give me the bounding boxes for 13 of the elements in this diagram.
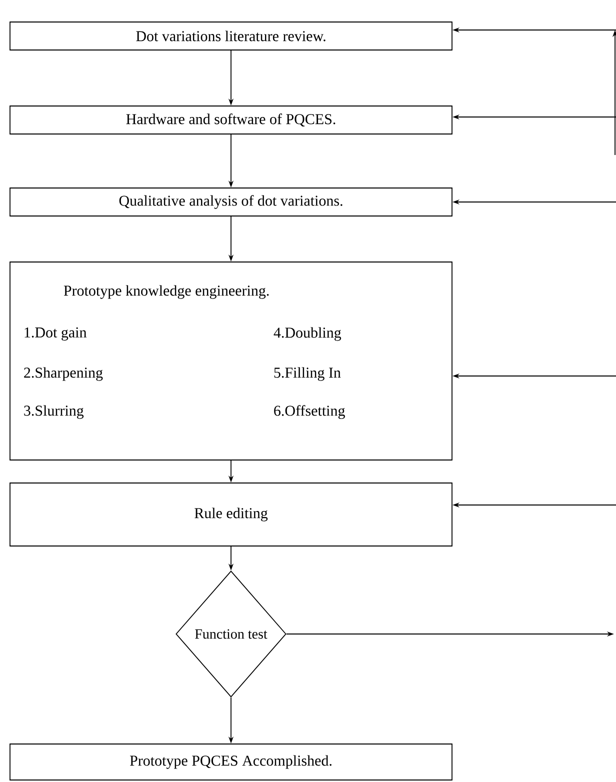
list-item: 3.Slurring: [24, 405, 84, 419]
list-item: 1.Dot gain: [24, 327, 87, 341]
list-item: 6.Offsetting: [274, 405, 345, 419]
list-item: 5.Filling In: [274, 367, 341, 381]
list-item: 4.Doubling: [274, 327, 342, 341]
process-box: [10, 262, 452, 460]
list-item: 2.Sharpening: [24, 367, 103, 381]
process-box: Rule editing: [10, 482, 452, 546]
box-heading: Prototype knowledge engineering.: [64, 285, 269, 299]
process-box: Dot variations literature review.: [10, 22, 452, 50]
process-box: Qualitative analysis of dot variations.: [10, 188, 452, 216]
process-box: Hardware and software of PQCES.: [10, 106, 452, 134]
process-box: Prototype PQCES Accomplished.: [10, 744, 452, 780]
